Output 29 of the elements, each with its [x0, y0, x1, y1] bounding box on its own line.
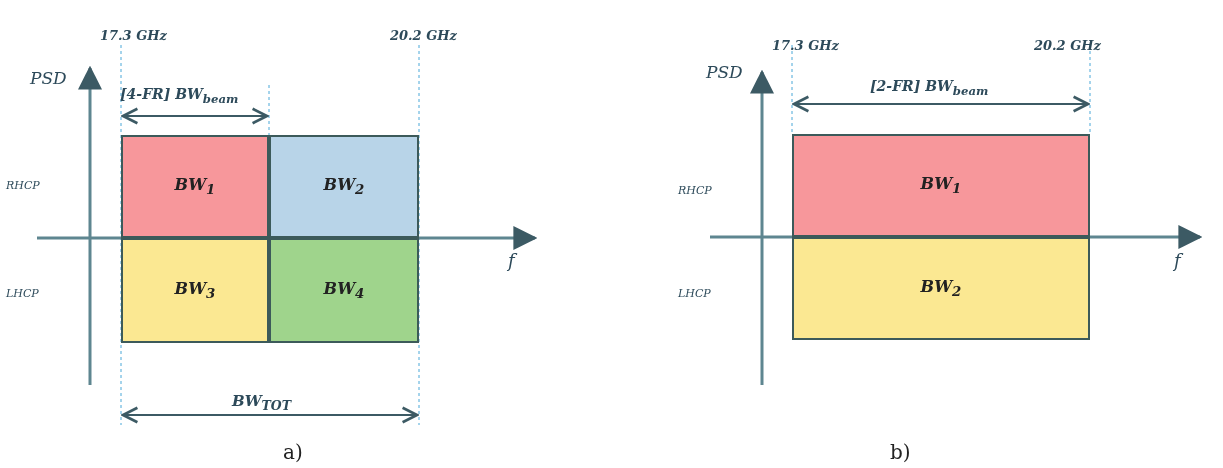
frequency-label: 17.3 GHz	[772, 38, 839, 53]
panel-label: a)	[283, 440, 303, 464]
band-label: BW$_{2}$	[920, 277, 962, 300]
band-label: BW$_{3}$	[174, 279, 216, 302]
band-box	[121, 238, 269, 343]
band-box	[269, 135, 419, 238]
band-label: BW$_{2}$	[323, 175, 365, 198]
dimension-label: BW$_{TOT}$	[232, 392, 292, 413]
axis-label: PSD	[30, 68, 67, 88]
dimension-label: [4-FR] BW$_{beam}$	[120, 86, 239, 106]
frequency-label: 17.3 GHz	[100, 28, 167, 43]
axis-label: f	[508, 250, 515, 271]
frequency-label: 20.2 GHz	[1034, 38, 1101, 53]
polarization-label: RHCP	[6, 179, 40, 192]
panel-label: b)	[890, 440, 911, 464]
band-label: BW$_{4}$	[323, 279, 365, 302]
polarization-label: LHCP	[6, 287, 39, 300]
polarization-label: LHCP	[678, 287, 711, 300]
band-box	[269, 238, 419, 343]
band-label: BW$_{1}$	[920, 174, 962, 197]
band-box	[792, 134, 1090, 237]
axis-label: PSD	[706, 62, 743, 82]
band-box	[792, 237, 1090, 340]
polarization-label: RHCP	[678, 184, 712, 197]
band-label: BW$_{1}$	[174, 175, 216, 198]
frequency-label: 20.2 GHz	[390, 28, 457, 43]
axis-label: f	[1174, 250, 1181, 271]
dimension-label: [2-FR] BW$_{beam}$	[870, 78, 989, 98]
band-box	[121, 135, 269, 238]
